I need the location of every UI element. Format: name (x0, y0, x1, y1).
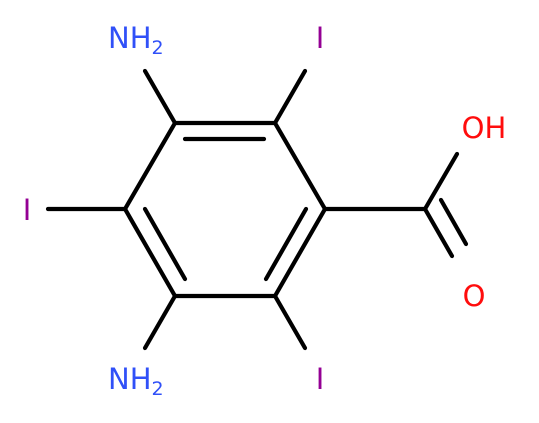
iodine-left: I (23, 193, 32, 227)
atom-labels: NH2 I I NH2 I OH O (23, 21, 507, 400)
bond-c-nh2-bottom (142, 293, 178, 351)
bond-c-o-double-a (422, 206, 455, 259)
carbonyl-oxygen: O (463, 279, 486, 313)
bond-c-o-double-b (438, 197, 469, 247)
ring-bond-6 (122, 120, 178, 212)
bond-c-i-top (272, 68, 308, 126)
bond-c-nh2-top (142, 68, 178, 126)
hydroxyl-group: OH (462, 111, 507, 145)
ring-double-bond-left (142, 206, 188, 282)
ring-bond-3 (272, 206, 328, 299)
ring-bond-5 (122, 206, 178, 299)
ring-double-bond-right (263, 206, 309, 282)
benzene-ring (122, 120, 328, 299)
iodine-top: I (316, 21, 325, 55)
bond-c-oh (422, 151, 460, 212)
amino-group-top: NH2 (108, 21, 164, 59)
bond-c-i-bottom (272, 293, 308, 351)
substituent-bonds (45, 68, 469, 351)
amino-group-bottom: NH2 (108, 362, 164, 400)
ring-bond-2 (272, 120, 328, 212)
iodine-bottom: I (316, 362, 325, 396)
